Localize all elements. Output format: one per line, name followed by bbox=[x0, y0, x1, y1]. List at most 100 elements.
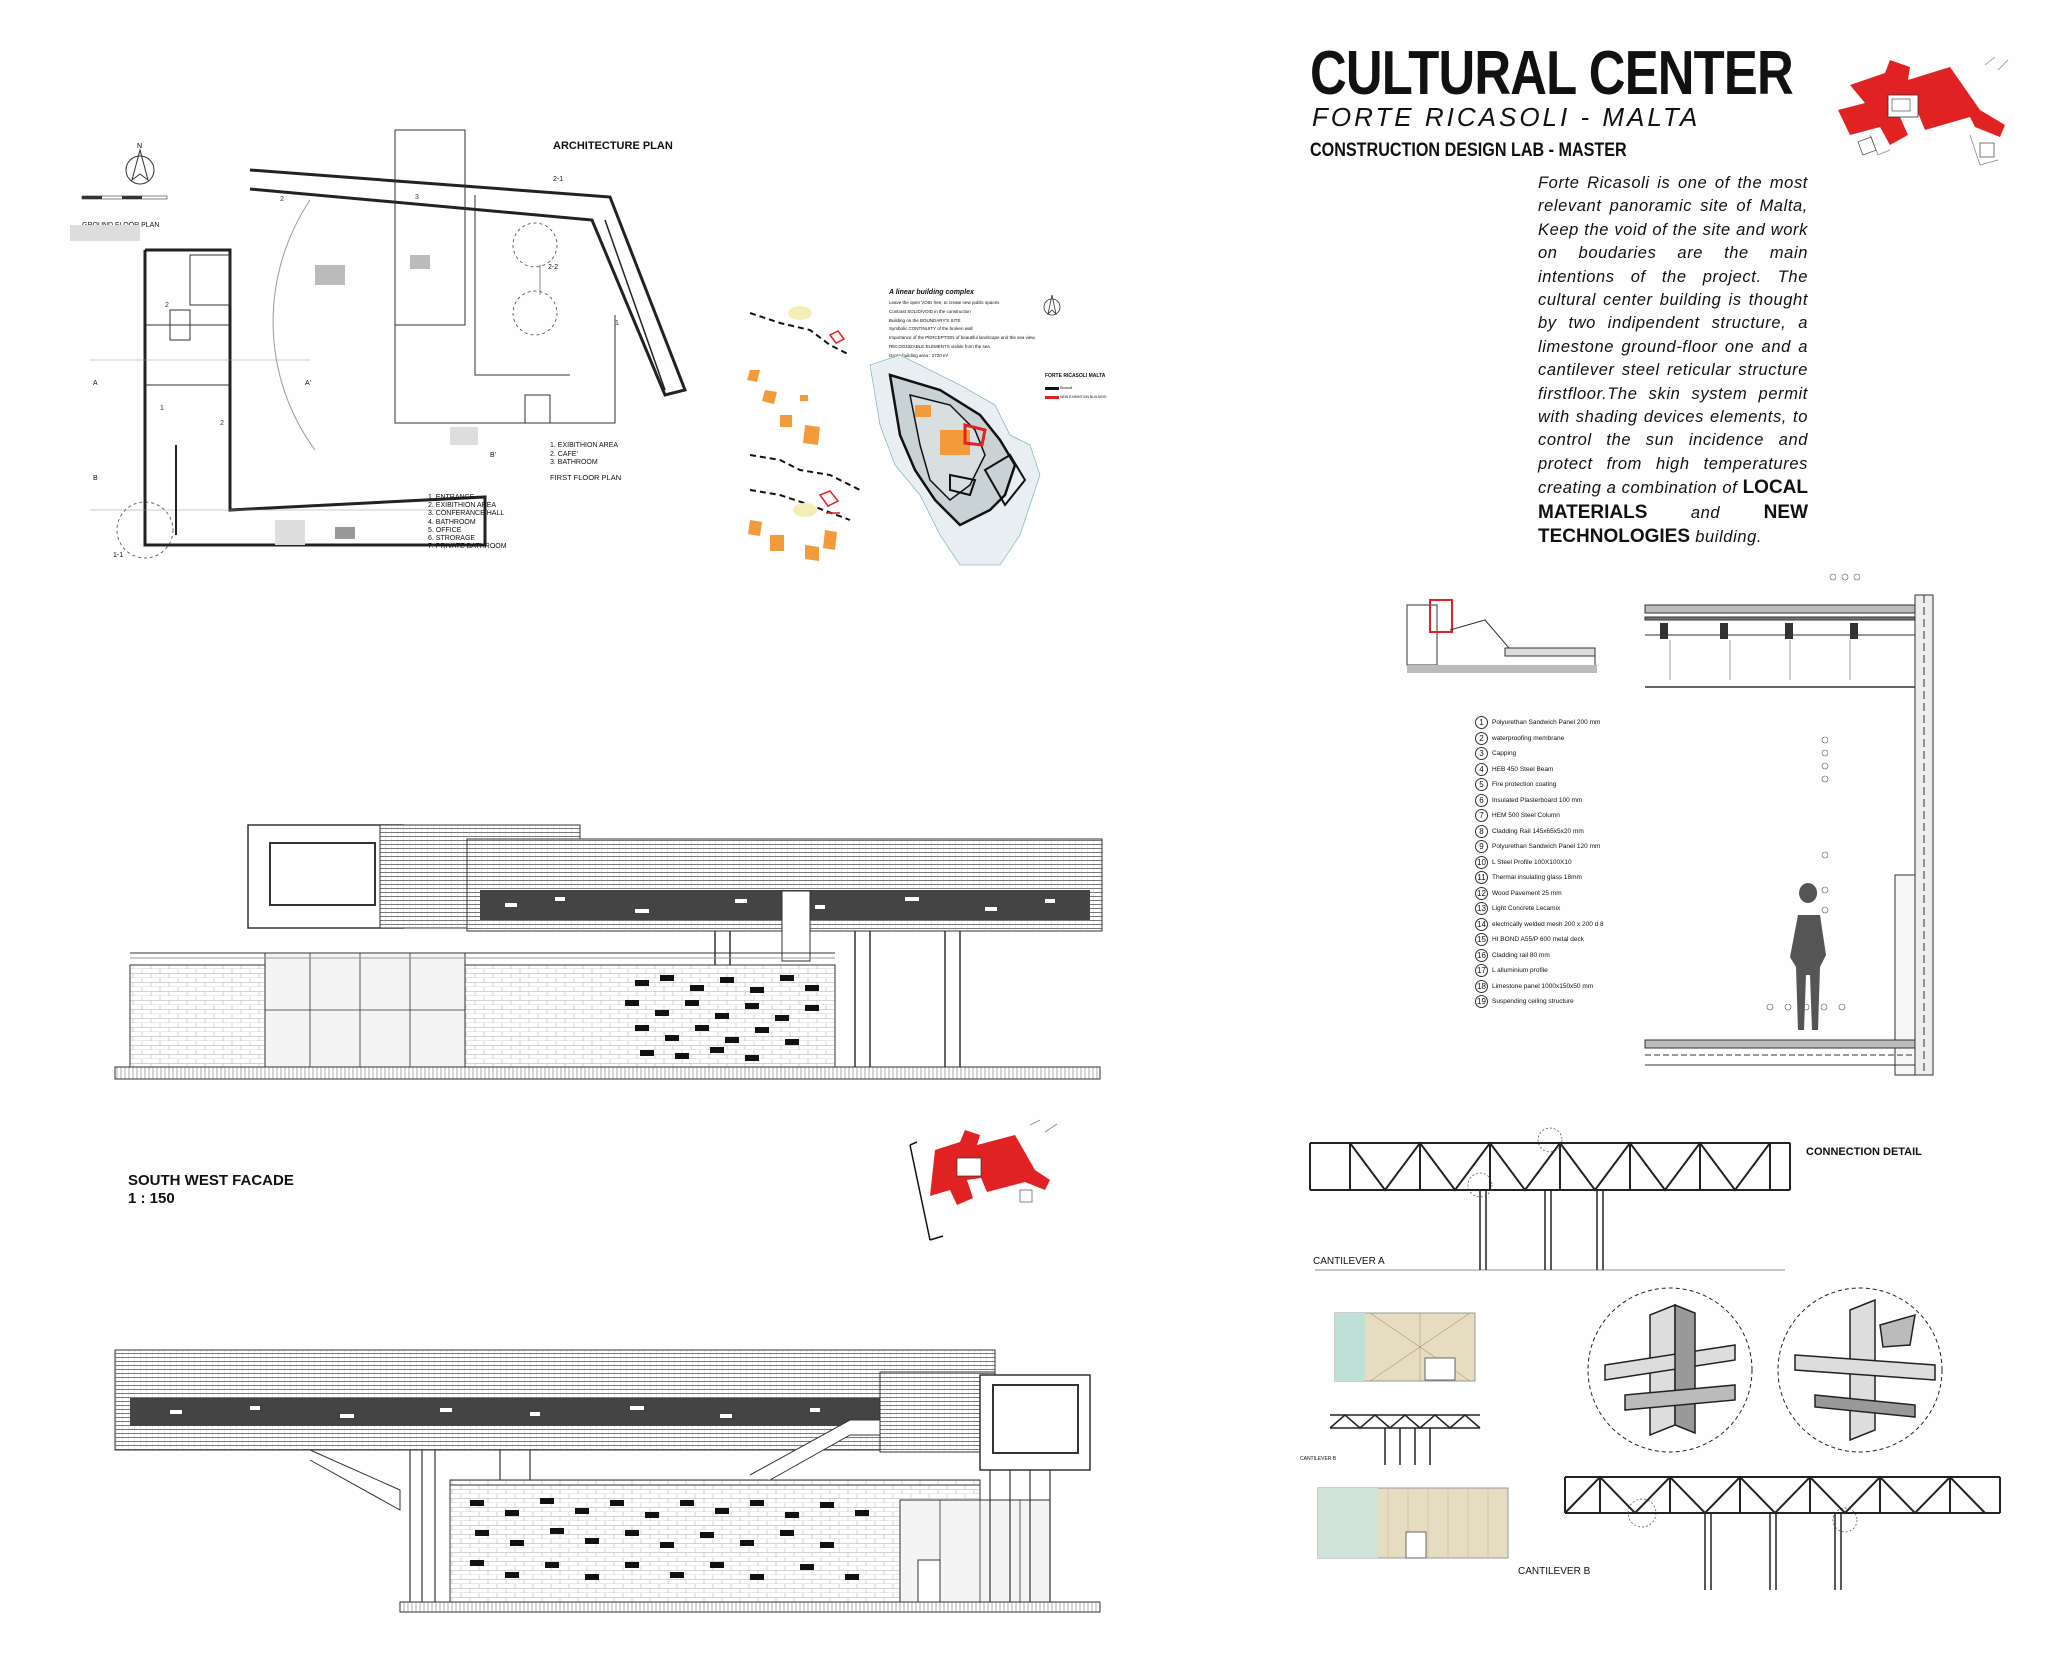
legend-text: L alluminium profile bbox=[1492, 967, 1548, 975]
legend-text: Limestone panel 1000x150x50 mm bbox=[1492, 982, 1594, 990]
cantilever-b-label: CANTILEVER B bbox=[1518, 1566, 1591, 1577]
connection-detail-heading: CONNECTION DETAIL bbox=[1806, 1146, 1922, 1158]
svg-text:1: 1 bbox=[160, 405, 164, 412]
site-map-notes: Leave the open VOID free, to create new … bbox=[889, 299, 1054, 361]
svg-text:1: 1 bbox=[615, 320, 619, 327]
legend-text: Wood Pavement 25 mm bbox=[1492, 889, 1562, 897]
section-mark-b: B bbox=[93, 475, 98, 482]
legend-text: Suspending ceiling structure bbox=[1492, 998, 1574, 1006]
first-floor-legend-item: 3. BATHROOM bbox=[550, 459, 598, 466]
legend-number: 4 bbox=[1475, 762, 1488, 776]
legend-number: 2 bbox=[1475, 731, 1488, 745]
site-note: Contrast SOLID/VOID in the construction bbox=[889, 308, 971, 314]
legend-text: Polyurethan Sandwich Panel 120 mm bbox=[1492, 843, 1601, 851]
project-logo-icon bbox=[1838, 56, 2009, 166]
first-floor-plan-label: FIRST FLOOR PLAN bbox=[550, 473, 622, 482]
connection-detail-left-icon bbox=[1587, 1287, 1753, 1453]
svg-text:2: 2 bbox=[165, 302, 169, 309]
svg-text:2: 2 bbox=[280, 196, 284, 203]
facade-title: SOUTH WEST FACADE bbox=[128, 1172, 294, 1189]
detail-legend-item: 4 HEB 450 Steel Beam bbox=[1475, 762, 1553, 778]
description-text: Forte Ricasoli is one of the most releva… bbox=[1538, 174, 1808, 498]
section-mark-2-1: 2-1 bbox=[553, 176, 564, 183]
cantilever-b-truss-drawing bbox=[1564, 1475, 2001, 1590]
legend-number: 17 bbox=[1475, 964, 1488, 978]
site-note: Building on the BOUNDARY'S SITE bbox=[889, 317, 961, 323]
course-name: CONSTRUCTION DESIGN LAB - MASTER bbox=[1310, 140, 1627, 161]
detail-legend-item: 6 Insulated Plasterboard 100 mm bbox=[1475, 793, 1582, 809]
detail-legend-item: 2 waterproofing membrane bbox=[1475, 731, 1564, 747]
legend-number: 12 bbox=[1475, 886, 1488, 900]
cantilever-a-label: CANTILEVER A bbox=[1313, 1256, 1385, 1267]
detail-legend-item: 3 Capping bbox=[1475, 746, 1516, 762]
legend-number: 19 bbox=[1475, 995, 1488, 1009]
legend-number: 14 bbox=[1475, 917, 1488, 931]
svg-text:N: N bbox=[137, 143, 142, 150]
svg-text:3: 3 bbox=[415, 194, 419, 201]
legend-number: 10 bbox=[1475, 855, 1488, 869]
site-note: Leave the open VOID free, to create new … bbox=[889, 300, 1000, 305]
legend-text: L Steel Profile 100X100X10 bbox=[1492, 858, 1572, 866]
legend-text: Insulated Plasterboard 100 mm bbox=[1492, 796, 1583, 804]
section-mark-a-prime: A' bbox=[305, 380, 312, 387]
detail-legend-item: 10 L Steel Profile 100X100X10 bbox=[1475, 855, 1572, 871]
facade-scale: 1 : 150 bbox=[128, 1190, 175, 1207]
legend-number: 11 bbox=[1475, 871, 1488, 885]
legend-text: Polyurethan Sandwich Panel 200 mm bbox=[1492, 719, 1601, 727]
site-note: Symbolic CONTINUITY of the broken wall bbox=[889, 326, 973, 332]
ground-floor-legend-item: 3. CONFERANCE HALL bbox=[428, 510, 505, 518]
legend-number: 3 bbox=[1475, 747, 1488, 761]
section-mark-b-prime: B' bbox=[490, 452, 497, 459]
detail-legend-item: 17 L alluminium profile bbox=[1475, 963, 1548, 979]
ground-floor-legend-item: 2. EXIBITHION AREA bbox=[428, 502, 497, 510]
legend-number: 7 bbox=[1475, 809, 1488, 823]
ground-floor-legend-item: 6. STRORAGE bbox=[428, 535, 476, 543]
ground-floor-legend-item: 1. ENTRANCE bbox=[428, 494, 475, 501]
ground-floor-legend-item: 7. PRIVATE BATHROOM bbox=[428, 543, 507, 551]
detail-legend-item: 9 Polyurethan Sandwich Panel 120 mm bbox=[1475, 839, 1600, 855]
section-mark-a: A bbox=[93, 380, 98, 387]
ground-floor-legend-item: 5. OFFICE bbox=[428, 526, 462, 534]
legend-number: 13 bbox=[1475, 902, 1488, 916]
legend-number: 15 bbox=[1475, 933, 1488, 947]
site-compass-icon bbox=[1043, 294, 1061, 316]
detail-legend-item: 12 Wood Pavement 25 mm bbox=[1475, 886, 1562, 902]
cantilever-b-small-label: CANTILEVER B bbox=[1300, 1456, 1337, 1462]
project-location: FORTE RICASOLI - MALTA bbox=[1312, 102, 1701, 132]
legend-number: 18 bbox=[1475, 979, 1488, 993]
legend-text: Cladding rail 80 mm bbox=[1492, 951, 1550, 959]
site-legend-item: Ricasoli bbox=[1045, 384, 1106, 393]
legend-text: waterproofing membrane bbox=[1492, 734, 1565, 742]
first-floor-legend-item: 2. CAFE' bbox=[550, 450, 578, 458]
emphasis-new-technologies: NEW TECHNOLOGIES bbox=[1538, 501, 1808, 548]
orientation-logo-icon bbox=[909, 1119, 1058, 1241]
cantilever-b-render-lower-drawing bbox=[1317, 1487, 1509, 1559]
legend-text: HEB 450 Steel Beam bbox=[1492, 765, 1554, 773]
site-note: RECOGNIZABLE ELEMENTS visible from the s… bbox=[889, 343, 990, 349]
site-map-heading: A linear building complex bbox=[889, 289, 974, 296]
first-floor-legend-item: 1. EXIBITHION AREA bbox=[550, 442, 619, 449]
detail-legend-item: 18 Limestone panel 1000x150x50 mm bbox=[1475, 979, 1593, 995]
connection-detail-right-icon bbox=[1777, 1287, 1943, 1453]
emphasis-local-materials: LOCAL MATERIALS bbox=[1538, 477, 1808, 523]
site-legend-item-label: NEW EXHIBITION BUILDING bbox=[1059, 395, 1107, 399]
first-floor-legend: 1. EXIBITHION AREA 2. CAFE' 3. BATHROOM bbox=[550, 442, 618, 468]
legend-number: 6 bbox=[1475, 793, 1488, 807]
site-legend: Ricasoli NEW EXHIBITION BUILDING bbox=[1045, 384, 1106, 402]
legend-text: HI BOND A55/P 600 metal deck bbox=[1492, 936, 1585, 944]
project-description: Forte Ricasoli is one of the most releva… bbox=[1538, 172, 1808, 550]
section-mark-2-2: 2-2 bbox=[548, 264, 559, 271]
site-legend-title: FORTE RICASOLI MALTA bbox=[1045, 373, 1106, 379]
legend-number: 9 bbox=[1475, 840, 1488, 854]
legend-text: Fire protection coating bbox=[1492, 781, 1557, 789]
project-title: CULTURAL CENTER bbox=[1310, 39, 1794, 108]
site-note: Gross building area : 2720 m² bbox=[889, 352, 949, 358]
legend-text: Capping bbox=[1492, 750, 1517, 758]
site-legend-item-label: Ricasoli bbox=[1059, 386, 1073, 390]
